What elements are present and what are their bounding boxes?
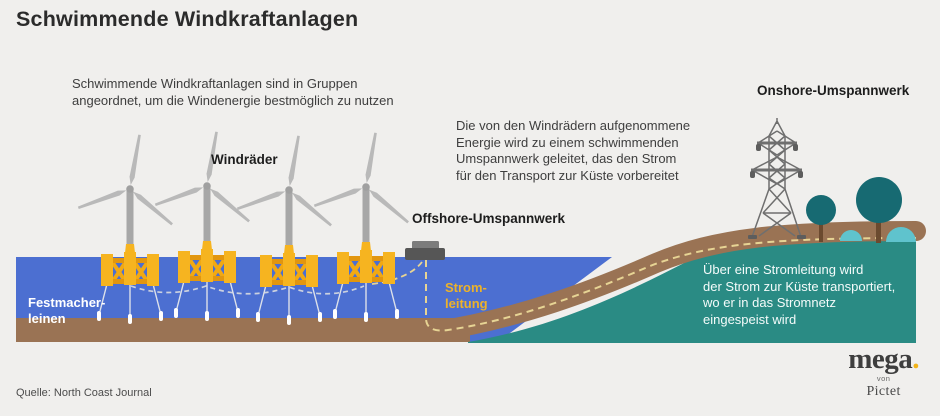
substation-note: Die von den Windrädern aufgenommene Ener… [456,118,691,183]
transmission-tower-icon [748,118,806,239]
label-power-line: Strom- leitung [445,280,488,311]
tree-icon-small [806,195,836,242]
seabed [16,318,470,342]
tree-icon-large [856,177,902,243]
cable-to-substation-dashed [371,261,423,285]
logo-dot: . [912,343,919,375]
label-onshore-substation: Onshore-Umspannwerk [757,83,910,98]
export-cable-dashed [425,237,917,332]
offshore-substation-icon [405,241,445,260]
coast-land [468,228,916,343]
source-credit: Quelle: North Coast Journal [16,387,152,399]
mega-pictet-logo: mega. von Pictet [848,345,919,399]
label-mooring-lines: Festmacher- leinen [28,295,106,326]
label-offshore-substation: Offshore-Umspannwerk [412,211,566,226]
bush-icon-1 [840,230,862,241]
bush-icon-2 [886,227,916,242]
group-arrangement-note: Schwimmende Windkraftanlagen sind in Gru… [72,76,394,108]
logo-name: mega [848,343,913,375]
label-wind-turbines: Windräder [211,152,278,167]
logo-wordmark: mega. [848,345,919,374]
grid-feed-note: Über eine Stromleitung wird der Strom zu… [703,262,896,327]
logo-brand: Pictet [866,383,901,399]
logo-prefix: von [876,374,891,383]
page-title: Schwimmende Windkraftanlagen [16,7,359,31]
interarray-cable-dashed [130,285,365,295]
